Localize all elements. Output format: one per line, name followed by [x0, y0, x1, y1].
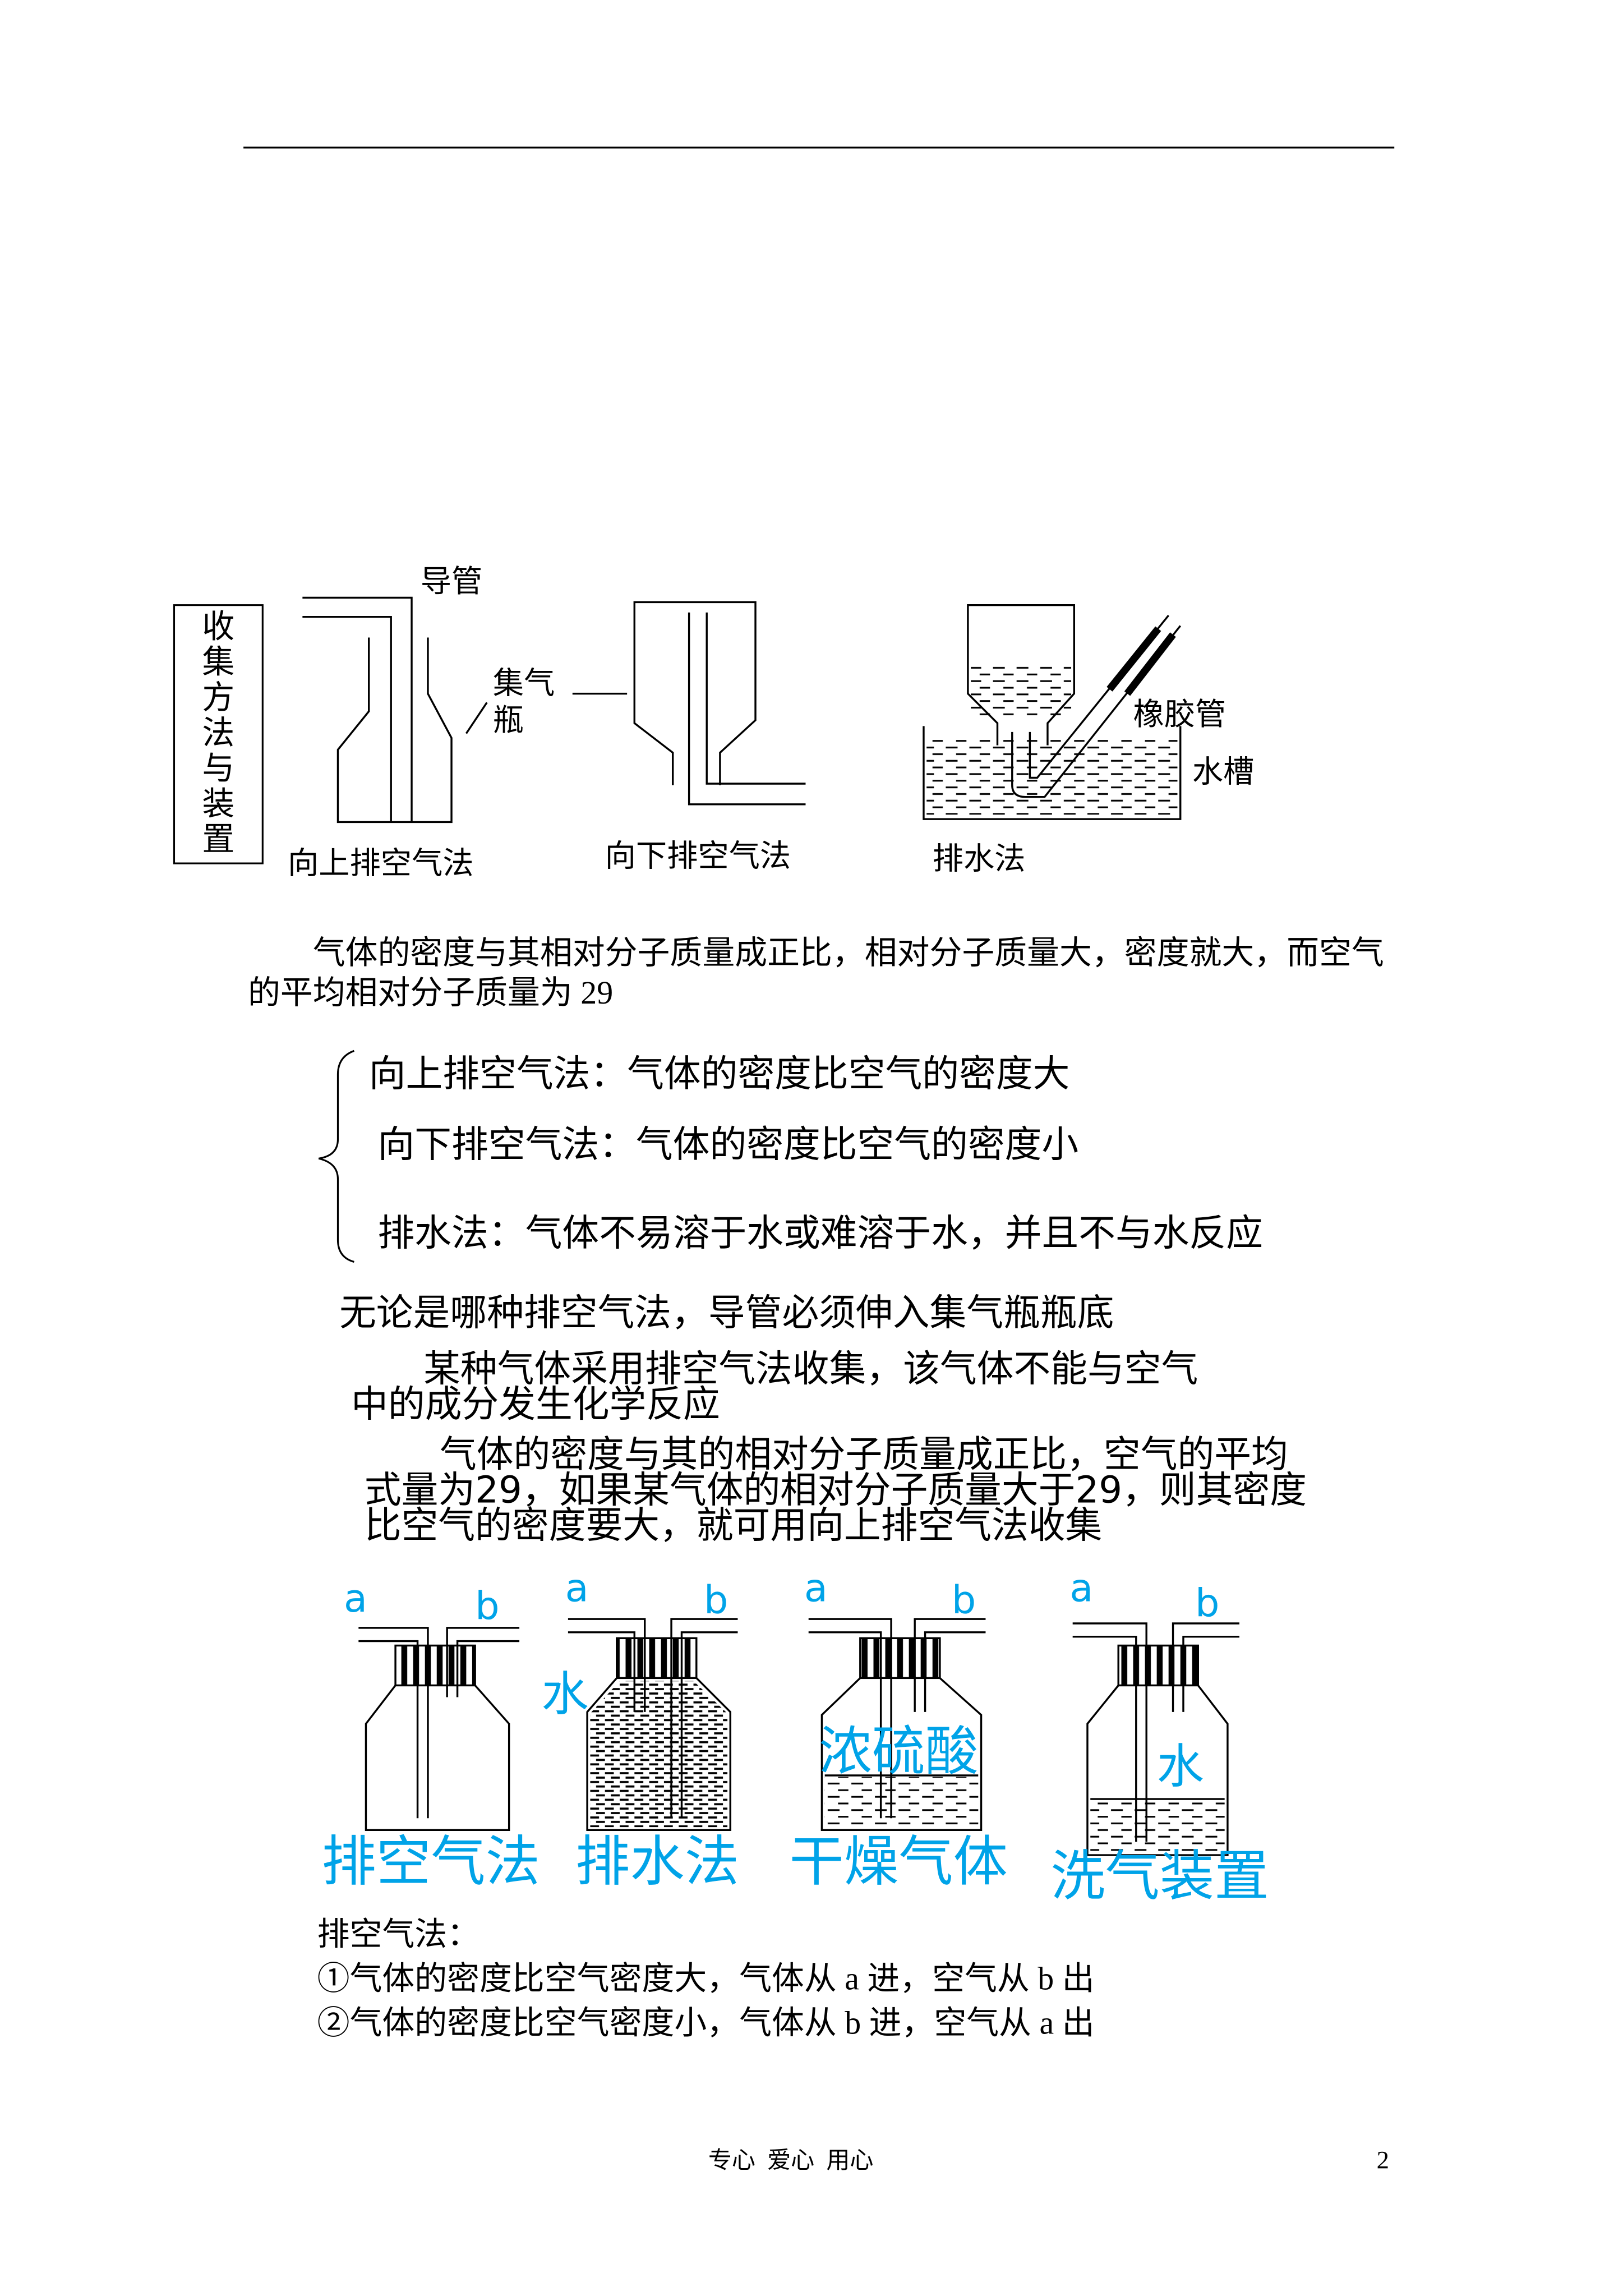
air-method-item: ②气体的密度比空气密度小，气体从 b 进，空气从 a 出 [317, 2004, 1095, 2041]
port-b-label: b [1195, 1582, 1220, 1627]
bottle-caption: 洗气装置 [1050, 1844, 1269, 1908]
water-displacement-bottle [568, 1618, 738, 1832]
conc-sulfuric-acid-label: 浓硫酸 [819, 1722, 979, 1783]
density-note-line: 式量为29，如果某气体的相对分子质量大于29，则其密度 [364, 1468, 1307, 1512]
bottle-caption: 干燥气体 [789, 1830, 1008, 1894]
bottle-water [590, 1681, 728, 1828]
gas-washing-bottle [1072, 1622, 1239, 1856]
bottle-body [365, 1685, 510, 1832]
rubber-tube [1106, 626, 1176, 696]
port-b-label: b [703, 1579, 728, 1623]
page-number: 2 [1376, 2146, 1390, 2174]
short-tube [1172, 1622, 1239, 1712]
bottle-liquid [824, 1777, 979, 1828]
air-displacement-bottle [358, 1627, 520, 1832]
port-a-label: a [344, 1577, 367, 1622]
bottle-body [820, 1677, 983, 1832]
collection-methods-label: 收集方法与装置 [202, 608, 235, 858]
method-summary-line: 向上排空气法：气体的密度比空气的密度大 [368, 1052, 1070, 1096]
gas-bottle-label: 集气瓶 [492, 665, 555, 738]
short-tube [568, 1618, 646, 1712]
bottle-liquid [1090, 1800, 1225, 1852]
bottle-label-pointer [465, 702, 488, 734]
long-tube [358, 1627, 429, 1819]
collection-methods-label-box [173, 604, 264, 864]
bottle-stopper [616, 1637, 698, 1680]
methods-brace [318, 1050, 354, 1263]
bottle-body [586, 1677, 732, 1832]
water-label: 水 [541, 1666, 589, 1723]
short-tube [446, 1627, 520, 1697]
bottle-caption: 排水法 [575, 1830, 740, 1894]
downward-air-method-label: 向下排空气法 [605, 838, 791, 874]
downward-air-displacement-diagram [572, 601, 806, 806]
delivery-tube-label: 导管 [420, 564, 483, 600]
delivery-tube [302, 596, 413, 822]
bottle-body [1086, 1685, 1229, 1856]
intro-paragraph: 气体的密度与其相对分子质量成正比，相对分子质量大，密度就大，而空气的平均相对分子… [247, 934, 1384, 1011]
water-trough [923, 726, 1182, 820]
density-note-line: 比空气的密度要大，就可用向上排空气法收集 [364, 1503, 1103, 1547]
delivery-tube [1011, 615, 1182, 798]
reaction-note-line: 某种气体采用排空气法收集，该气体不能与空气 [423, 1347, 1198, 1391]
rubber-tube-label: 橡胶管 [1133, 696, 1227, 732]
bottle-stopper [859, 1637, 941, 1680]
port-a-label: a [804, 1567, 828, 1612]
delivery-tube [688, 612, 806, 806]
water-label: 水 [1156, 1738, 1204, 1795]
upward-air-displacement-diagram [302, 596, 488, 823]
water-displacement-method-label: 排水法 [932, 841, 1026, 877]
port-b-label: b [951, 1579, 976, 1623]
port-a-label: a [1069, 1567, 1094, 1612]
gas-collecting-bottle [633, 601, 757, 785]
water-in-bottle [971, 664, 1072, 717]
air-method-title: 排空气法： [317, 1915, 480, 1953]
method-summary-line: 排水法：气体不易溶于水或难溶于水，并且不与水反应 [377, 1211, 1264, 1255]
long-tube [808, 1618, 892, 1819]
short-tube [914, 1618, 986, 1712]
long-tube [1072, 1622, 1147, 1842]
density-note-line: 气体的密度与其的相对分子质量成正比，空气的平均 [440, 1433, 1288, 1476]
footer-motto: 专心 爱心 用心 [708, 2148, 874, 2174]
water-trough-label: 水槽 [1192, 754, 1255, 790]
gas-drying-bottle [808, 1618, 986, 1832]
tube-note: 无论是哪种排空气法，导管必须伸入集气瓶瓶底 [339, 1291, 1114, 1335]
bottle-caption: 排空气法 [321, 1830, 540, 1894]
port-a-label: a [565, 1567, 589, 1612]
long-tube [670, 1618, 738, 1819]
gas-collecting-bottle [967, 604, 1076, 746]
upward-air-method-label: 向上排空气法 [288, 845, 474, 881]
water-in-trough [926, 738, 1178, 815]
gas-collecting-bottle [336, 637, 453, 823]
method-summary-line: 向下排空气法：气体的密度比空气的密度小 [377, 1123, 1079, 1166]
water-displacement-diagram [923, 604, 1182, 820]
bottle-stopper [1117, 1644, 1200, 1687]
bottle-stopper [394, 1644, 476, 1687]
air-method-item: ①气体的密度比空气密度大，气体从 a 进，空气从 b 出 [317, 1959, 1095, 1997]
port-b-label: b [475, 1585, 500, 1630]
reaction-note-line: 中的成分发生化学反应 [351, 1383, 720, 1426]
